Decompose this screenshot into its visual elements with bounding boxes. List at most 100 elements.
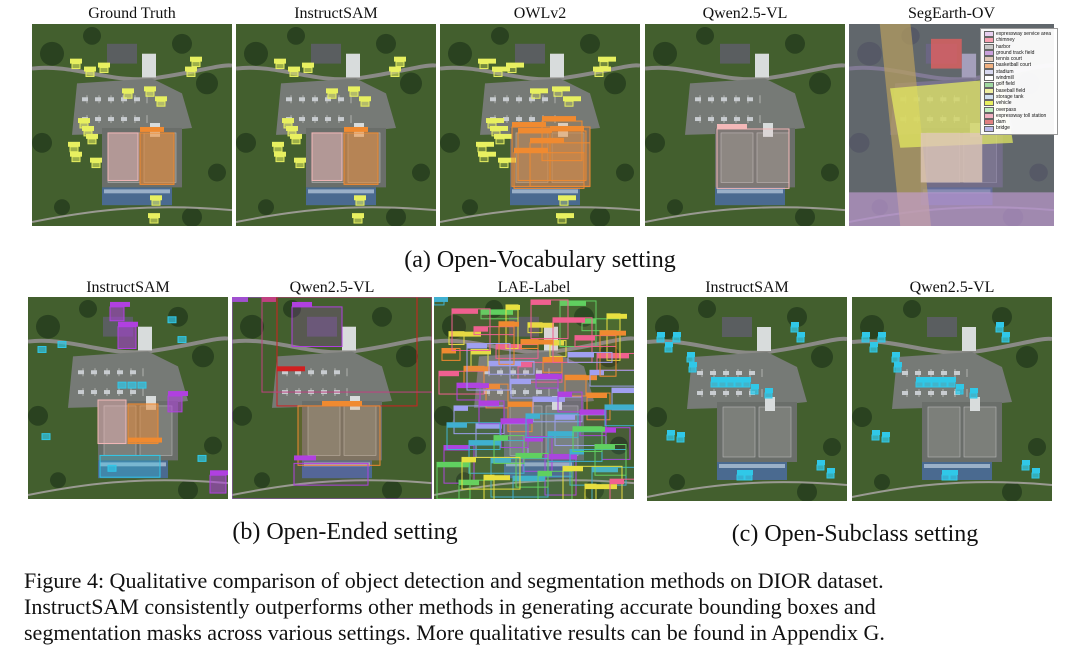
legend-item: vehicle (984, 100, 1054, 107)
car (78, 390, 84, 395)
car-box (869, 346, 878, 353)
building (107, 43, 137, 64)
tree (852, 407, 872, 427)
car-box (790, 326, 799, 333)
car (708, 117, 714, 122)
basketball-label (140, 126, 164, 132)
legend-item: stadium (984, 69, 1054, 75)
car (542, 97, 548, 102)
building (550, 53, 564, 78)
legend-item: bridge (984, 125, 1054, 132)
car-label (711, 377, 719, 382)
tree (192, 345, 214, 368)
path (647, 481, 847, 498)
car (497, 390, 503, 395)
tree (785, 33, 805, 54)
lae-label (605, 404, 634, 410)
car (723, 391, 729, 395)
lae-label (499, 321, 519, 327)
lae-label (437, 462, 469, 468)
legend-item: windmill (984, 75, 1054, 82)
car-label (932, 377, 940, 382)
lae-box (530, 299, 569, 340)
col-title-c-instructsam: InstructSAM (705, 279, 789, 296)
car-box (666, 434, 675, 441)
car (723, 371, 729, 375)
car-label (743, 377, 751, 382)
legend-label: golf field (996, 81, 1015, 88)
car (734, 97, 740, 102)
vehicle-label (294, 157, 306, 163)
vehicle-box (477, 146, 487, 153)
vehicle-box (599, 61, 609, 68)
car-box (955, 388, 964, 395)
car-box (688, 366, 697, 373)
basketball-label (514, 147, 548, 153)
tree (208, 163, 226, 182)
lae-label (563, 466, 583, 472)
car-label (737, 470, 745, 475)
tree (232, 405, 252, 426)
vehicle-label (90, 157, 102, 163)
legend-swatch (984, 81, 994, 88)
vehicle-box (191, 61, 201, 68)
tennis-court (722, 406, 756, 458)
tree (79, 299, 97, 318)
panel-ground-truth (32, 24, 232, 226)
col-title-owlv2: OWLv2 (513, 5, 567, 22)
car-box (1001, 336, 1010, 343)
building (142, 53, 156, 78)
tree (172, 33, 192, 54)
vehicle-label (598, 56, 616, 62)
panel-b-instructsam (28, 297, 228, 499)
lae-label (434, 297, 448, 302)
car-label (817, 460, 825, 465)
parking-lot (272, 351, 392, 408)
vehicle-label (326, 88, 338, 94)
car-box (949, 474, 958, 481)
car-label (791, 322, 799, 327)
lae-label (484, 475, 510, 481)
building-roof (308, 189, 374, 194)
basketball-label (550, 125, 584, 131)
car-box (891, 356, 900, 363)
car-label (673, 332, 681, 337)
vehicle-box (289, 71, 299, 77)
car (299, 97, 305, 102)
panel-instructsam (236, 24, 436, 226)
vehicle-box (327, 92, 337, 99)
legend-label: bridge (996, 125, 1010, 132)
legend-item: expressway toll station (984, 113, 1054, 119)
basketball-label (518, 127, 552, 133)
car (747, 117, 753, 122)
legend-swatch (984, 56, 994, 63)
car (484, 390, 490, 395)
lae-label (536, 374, 562, 380)
basketball-label (530, 137, 564, 143)
lae-label (491, 458, 511, 464)
car (697, 391, 703, 395)
tree (1016, 346, 1038, 368)
legend-label: vehicle (996, 100, 1012, 107)
car (710, 391, 716, 395)
lae-label (531, 299, 551, 305)
car-box (939, 381, 948, 388)
car-box (881, 436, 890, 443)
lae-label (592, 467, 618, 473)
lae-label (610, 479, 624, 485)
lae-box (466, 343, 511, 391)
caption-open-subclass: (c) Open-Subclass setting (731, 521, 979, 547)
car-box (995, 326, 1004, 333)
vehicle-label (478, 151, 496, 157)
car-label (687, 352, 695, 357)
road-label (232, 297, 248, 302)
vehicle-label (274, 58, 286, 64)
car (121, 117, 127, 122)
basketball-court-box (343, 132, 379, 185)
lae-box (599, 330, 617, 377)
car-box (177, 336, 187, 344)
vehicle-box (295, 162, 305, 169)
car-box (893, 366, 902, 373)
panel-c-instructsam (647, 297, 847, 501)
lae-label (459, 480, 479, 486)
